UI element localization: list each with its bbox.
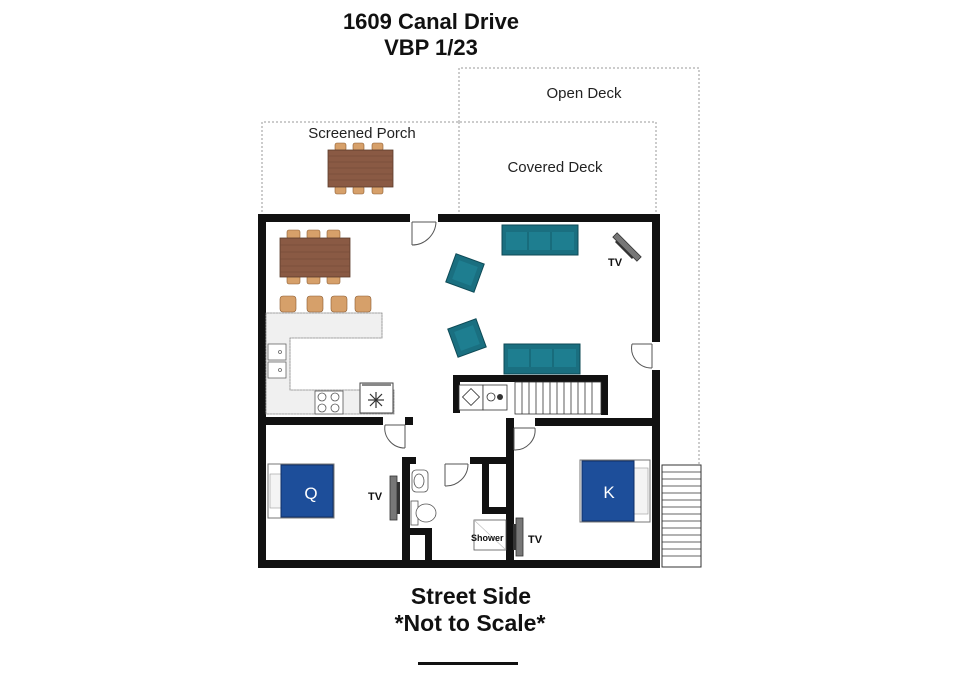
open-deck-label: Open Deck [546, 85, 622, 102]
armchair-top [445, 253, 485, 293]
armchair-bottom [447, 318, 487, 358]
open-deck-outline [458, 67, 700, 466]
tv-king-bedroom-icon [513, 517, 524, 557]
bed-king-label: K [603, 483, 615, 502]
bathroom-sink-icon [411, 469, 429, 493]
tv-living-icon [612, 232, 642, 262]
toilet-icon [410, 500, 437, 526]
footer-rule [418, 662, 518, 665]
walls [258, 214, 660, 568]
sofa-bottom [503, 343, 581, 375]
covered-deck-label: Covered Deck [507, 159, 603, 176]
refrigerator-icon [359, 382, 394, 414]
address-title: 1609 Canal Drive [343, 9, 519, 34]
tv-living-label: TV [608, 257, 623, 269]
not-to-scale-label: *Not to Scale* [395, 610, 546, 636]
sofa-top [501, 224, 579, 256]
porch-dining-table [327, 142, 394, 195]
code-title: VBP 1/23 [384, 35, 478, 60]
tv-queen-bedroom-icon [389, 475, 400, 521]
screened-porch-label: Screened Porch [308, 125, 416, 142]
stove-icon [314, 390, 344, 415]
kitchen-sink-icon [267, 343, 287, 379]
bar-stools [279, 295, 372, 313]
shower-label: Shower [471, 533, 504, 543]
door-swings [384, 221, 653, 487]
interior-stairs [514, 381, 602, 415]
washer-dryer-icon [458, 384, 508, 411]
shower-icon [473, 519, 507, 551]
bed-queen-label: Q [304, 484, 317, 503]
street-side-label: Street Side [411, 583, 531, 609]
tv-queen-label: TV [368, 491, 383, 503]
king-bed [579, 459, 651, 523]
dining-table [279, 229, 351, 285]
exterior-stairs [661, 464, 702, 568]
tv-king-label: TV [528, 534, 543, 546]
queen-bed [267, 463, 335, 519]
